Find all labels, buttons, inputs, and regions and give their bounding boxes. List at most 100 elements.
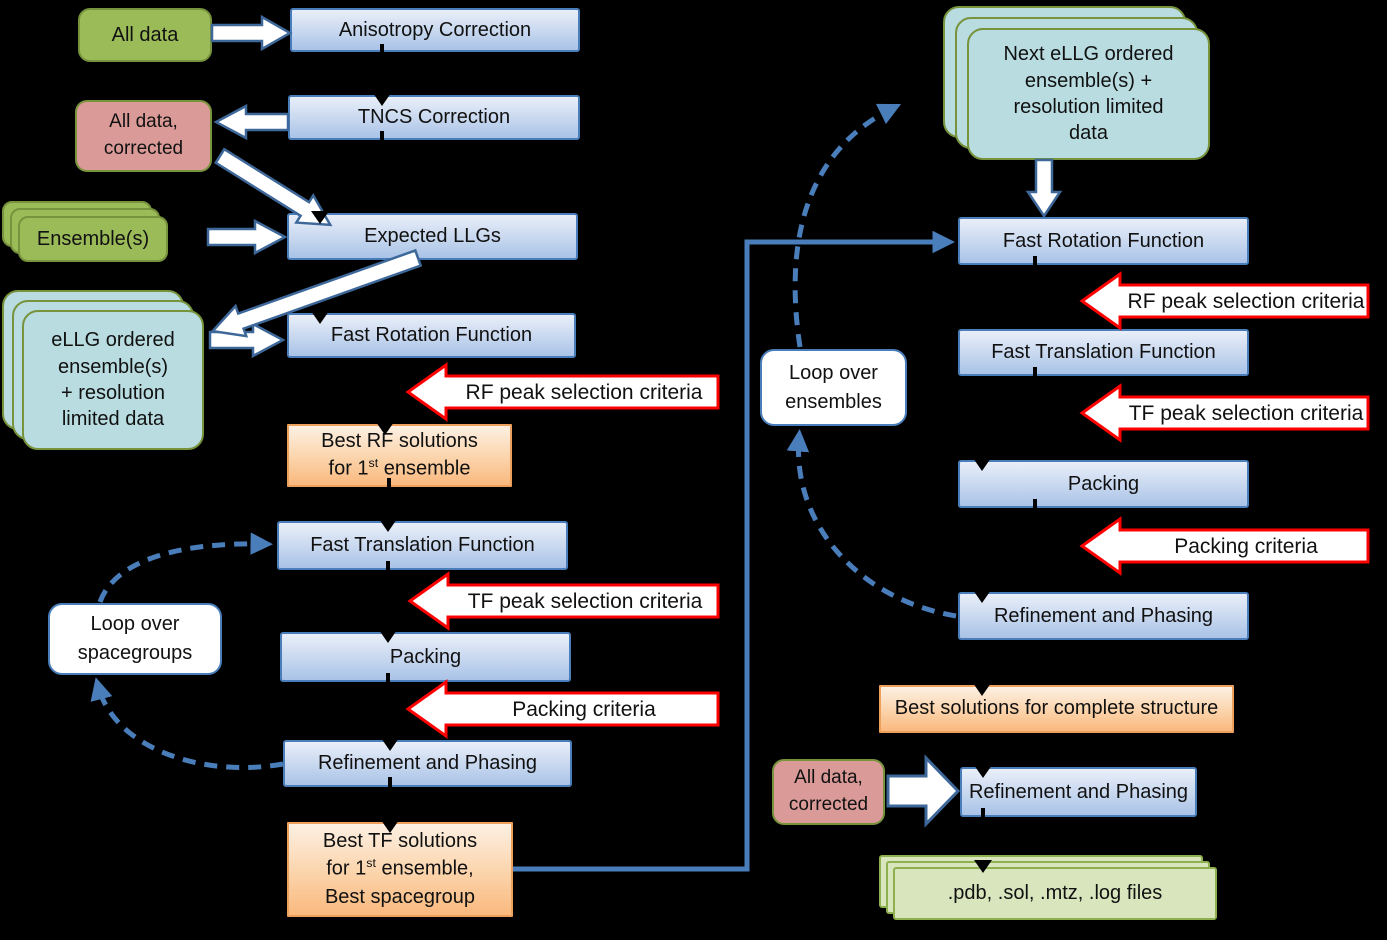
packing-criteria-right-arrow-shape <box>1079 516 1370 576</box>
refinement-to-loop-ensembles-arc <box>786 429 957 619</box>
fast-translation-right-box: Fast Translation Function <box>958 329 1249 376</box>
fast-rotation-right-label: Fast Rotation Function <box>1002 229 1205 252</box>
best-tf-line2: for 1st ensemble, <box>326 855 474 883</box>
refinement-right-box: Refinement and Phasing <box>958 592 1249 640</box>
rf-criteria-right-label: RF peak selection criteria <box>1128 290 1365 313</box>
ellg-line3: + resolution <box>61 382 165 404</box>
next-ensembles-line3: resolution limited <box>1013 96 1164 118</box>
ensembles-to-expected-llgs-arrow <box>206 218 288 256</box>
all-data-corrected-line1: All data, <box>109 111 178 133</box>
ellg-to-fast-rotation-arrow <box>208 321 286 359</box>
tncs-correction-box: TNCS Correction <box>288 95 580 140</box>
loop-ensembles-to-next-ensemble-arc <box>792 103 902 348</box>
ensembles-stack: Ensemble(s) <box>2 201 168 262</box>
tf-criteria-right-label: TF peak selection criteria <box>1129 402 1364 425</box>
all-data-corrected2-line1: All data, <box>794 767 863 789</box>
best-rf-line1: Best RF solutions <box>321 429 478 452</box>
packing-right-label: Packing <box>1067 472 1140 495</box>
all-data-box: All data <box>78 8 212 62</box>
refinement-right-label: Refinement and Phasing <box>993 604 1214 627</box>
tf-criteria-left-arrow-shape <box>407 571 720 631</box>
output-files-box: .pdb, .sol, .mtz, .log files <box>893 867 1217 920</box>
ellg-line4: limited data <box>61 408 165 431</box>
loop-ensembles-line1: Loop over <box>789 361 878 384</box>
next-ensembles-stack: Next eLLG ordered ensemble(s) + resoluti… <box>943 6 1210 160</box>
best-tf-line2-pre: for 1 <box>326 858 367 881</box>
output-files-stack: .pdb, .sol, .mtz, .log files <box>879 855 1217 920</box>
fast-rotation-left-label: Fast Rotation Function <box>330 324 533 346</box>
anisotropy-correction-box: Anisotropy Correction <box>290 8 580 52</box>
tf-criteria-left-label: TF peak selection criteria <box>468 590 703 613</box>
refinement-final-box: Refinement and Phasing <box>960 767 1197 817</box>
all-data-corrected-line2: corrected <box>103 138 184 159</box>
rf-criteria-left-label: RF peak selection criteria <box>466 381 703 404</box>
loop-spacegroups-line2: spacegroups <box>77 642 193 664</box>
rf-criteria-left-arrow-shape <box>405 362 720 422</box>
next-ensembles-line4: data <box>1069 122 1108 145</box>
refinement-left-box: Refinement and Phasing <box>283 740 572 787</box>
expected-llgs-box: Expected LLGs <box>287 213 578 260</box>
best-tf-solutions-box: Best TF solutions for 1st ensemble, Best… <box>287 822 513 917</box>
all-data-to-anisotropy-arrow <box>210 14 293 52</box>
best-solutions-label: Best solutions for complete structure <box>894 697 1219 720</box>
expected-llgs-label: Expected LLGs <box>364 225 501 247</box>
anisotropy-correction-label: Anisotropy Correction <box>338 18 532 41</box>
fast-translation-left-label: Fast Translation Function <box>310 534 535 556</box>
loop-spacegroups-box: Loop over spacegroups <box>48 603 222 675</box>
tf-criteria-left-arrow: TF peak selection criteria <box>407 571 720 631</box>
fast-translation-left-box: Fast Translation Function <box>277 521 568 570</box>
fast-translation-right-label: Fast Translation Function <box>991 341 1216 363</box>
packing-criteria-right-label: Packing criteria <box>1174 535 1318 558</box>
corrected-to-refinement-final-arrow <box>886 754 961 828</box>
ensembles-box: Ensemble(s) <box>18 216 168 262</box>
all-data-corrected2-line2: corrected <box>788 794 869 815</box>
ellg-line2: ensemble(s) <box>57 355 169 378</box>
rf-criteria-right-arrow-shape <box>1079 271 1370 331</box>
packing-criteria-left-arrow-shape <box>405 679 720 739</box>
tf-criteria-right-arrow: TF peak selection criteria <box>1079 383 1370 443</box>
refinement-to-loop-spacegroups-arc <box>90 677 284 770</box>
all-data-label: All data <box>111 23 179 46</box>
loop-spacegroups-to-ftf-arc <box>97 532 273 603</box>
best-rf-solutions-box: Best RF solutions for 1st ensemble <box>287 424 512 487</box>
best-solutions-box: Best solutions for complete structure <box>879 685 1234 733</box>
best-tf-line2-post: ensemble, <box>375 858 474 881</box>
packing-criteria-right-arrow: Packing criteria <box>1079 516 1370 576</box>
packing-criteria-left-arrow: Packing criteria <box>405 679 720 739</box>
rf-criteria-right-arrow: RF peak selection criteria <box>1079 271 1370 331</box>
packing-left-box: Packing <box>280 632 571 682</box>
fast-rotation-left-box: Fast Rotation Function <box>287 313 576 358</box>
best-rf-line2-sup: st <box>368 456 379 471</box>
best-tf-line3: Best spacegroup <box>324 885 476 908</box>
loop-ensembles-line2: ensembles <box>785 390 882 413</box>
tncs-to-corrected-arrow <box>213 103 290 141</box>
packing-right-box: Packing <box>958 460 1249 508</box>
refinement-left-label: Refinement and Phasing <box>317 752 538 774</box>
best-rf-line2: for 1st ensemble <box>329 455 471 483</box>
rf-criteria-left-arrow: RF peak selection criteria <box>405 362 720 422</box>
best-tf-line1: Best TF solutions <box>322 829 478 852</box>
best-rf-line2-post: ensemble <box>378 457 471 480</box>
best-tf-line2-sup: st <box>366 856 376 871</box>
best-rf-line2-pre: for 1 <box>328 457 369 480</box>
ellg-ensembles-stack: eLLG ordered ensemble(s) + resolution li… <box>2 290 204 450</box>
fast-rotation-right-box: Fast Rotation Function <box>958 217 1249 265</box>
refinement-final-label: Refinement and Phasing <box>968 780 1189 803</box>
loop-ensembles-box: Loop over ensembles <box>760 349 907 426</box>
tncs-correction-label: TNCS Correction <box>357 106 511 128</box>
ellg-line1: eLLG ordered <box>51 329 175 352</box>
next-ensembles-line2: ensemble(s) + <box>1024 69 1153 92</box>
ellg-ensembles-box: eLLG ordered ensemble(s) + resolution li… <box>22 310 204 450</box>
ensembles-label: Ensemble(s) <box>36 227 150 250</box>
next-ensembles-line1: Next eLLG ordered <box>1003 43 1174 66</box>
packing-left-label: Packing <box>389 645 462 668</box>
tf-criteria-right-arrow-shape <box>1079 383 1370 443</box>
next-ensemble-to-fast-rotation-arrow-shape <box>1025 158 1063 219</box>
next-ensembles-box: Next eLLG ordered ensemble(s) + resoluti… <box>967 28 1210 160</box>
all-data-corrected-box-2: All data, corrected <box>772 759 885 825</box>
all-data-corrected-box: All data, corrected <box>75 100 212 172</box>
packing-criteria-left-label: Packing criteria <box>512 698 656 721</box>
loop-spacegroups-line1: Loop over <box>90 613 180 635</box>
next-ensemble-to-fast-rotation-arrow <box>1025 158 1063 219</box>
